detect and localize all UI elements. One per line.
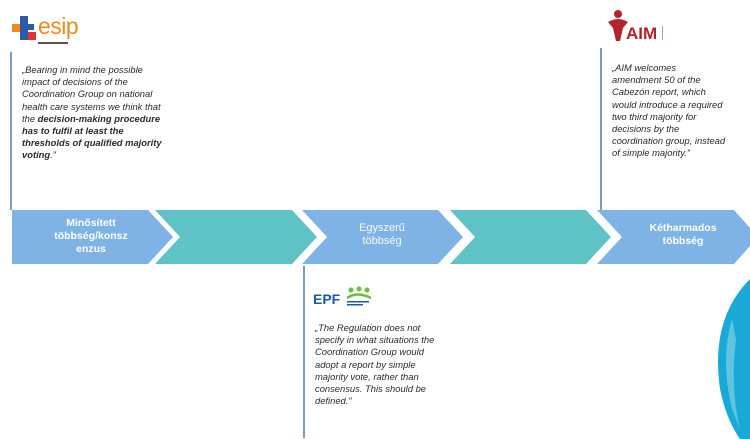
chevron-3-line-2: többség	[362, 235, 402, 247]
chevron-3-line-1: Egyszerű	[359, 222, 405, 234]
chevron-5-line-2: többség	[662, 235, 704, 247]
chevron-1-line-1: Minősített	[66, 217, 116, 229]
chevron-5-label: Kétharmados többség	[622, 222, 744, 248]
chevron-1-line-2: többség/konsz	[54, 230, 128, 242]
esip-quote-start: „Bearing in mind the possible impact of …	[22, 64, 161, 124]
chevron-2-shape	[155, 210, 317, 264]
chevron-1-label: Minősített többség/konsz enzus	[28, 217, 154, 256]
esip-quote-box: „Bearing in mind the possible impact of …	[10, 52, 170, 210]
esip-quote-end: .”	[50, 149, 56, 161]
esip-quote: „Bearing in mind the possible impact of …	[22, 52, 170, 162]
esip-quote-bold: decision-making procedure has to fulfil …	[22, 112, 162, 161]
aim-figure-icon	[608, 10, 628, 41]
aim-logo: AIM	[606, 8, 696, 48]
chevron-5-line-1: Kétharmados	[649, 222, 717, 234]
chevron-1-line-3: enzus	[76, 243, 106, 255]
epf-people-icon	[346, 286, 372, 306]
aim-logo-subtitle-mark	[662, 26, 692, 40]
esip-logo-mark-icon	[12, 16, 68, 44]
aim-logo-text: AIM	[626, 24, 658, 43]
epf-quote-box: „The Regulation does not specify in what…	[303, 266, 443, 438]
epf-logo-text: EPF	[313, 291, 341, 307]
aim-quote-box: „AIM welcomes amendment 50 of the Cabezó…	[600, 48, 726, 210]
aim-quote: „AIM welcomes amendment 50 of the Cabezó…	[612, 62, 726, 159]
esip-logo: esip	[12, 10, 79, 48]
epf-logo: EPF	[313, 285, 383, 315]
decorative-swoosh-icon	[718, 279, 750, 439]
chevron-3-label: Egyszerű többség	[320, 222, 444, 248]
chevron-4-shape	[450, 210, 611, 264]
esip-logo-text: esip	[38, 13, 79, 39]
epf-quote: „The Regulation does not specify in what…	[315, 322, 435, 407]
